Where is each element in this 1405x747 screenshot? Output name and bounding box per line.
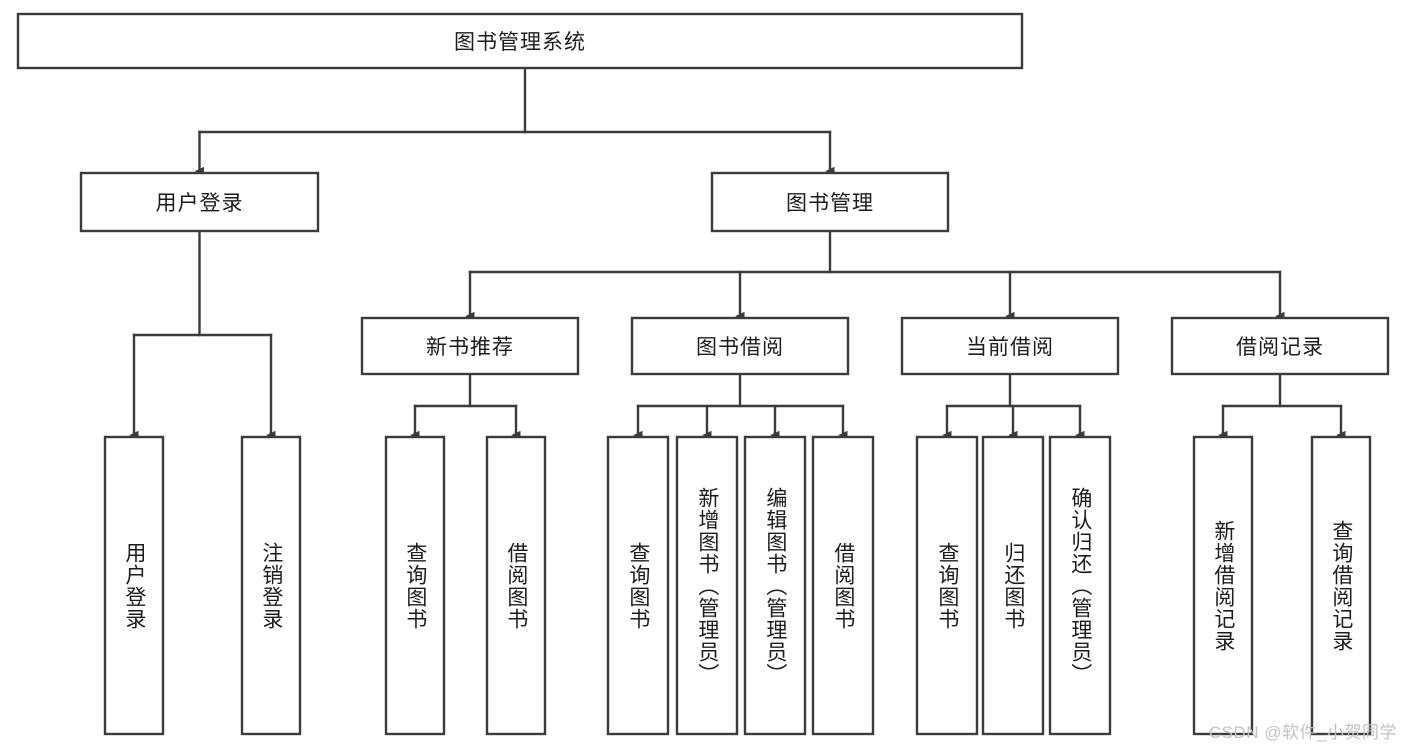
leaf-node-box[interactable]	[1192, 435, 1254, 736]
leaf-node-box[interactable]	[606, 435, 670, 736]
leaf-node-box[interactable]	[981, 435, 1045, 736]
level3-node-box[interactable]	[900, 316, 1120, 376]
leaf-node-box[interactable]	[240, 435, 302, 736]
leaf-node-box[interactable]	[1048, 435, 1112, 736]
leaf-node-box[interactable]	[915, 435, 979, 736]
level3-node-box[interactable]	[1170, 316, 1390, 376]
root-node-box[interactable]	[16, 12, 1024, 70]
leaf-node-box[interactable]	[675, 435, 739, 736]
watermark-text: CSDN @软件_小贺同学	[1208, 723, 1397, 742]
leaf-node-box[interactable]	[103, 435, 165, 736]
leaf-node-box[interactable]	[811, 435, 875, 736]
level3-node-box[interactable]	[630, 316, 850, 376]
leaf-node-box[interactable]	[485, 435, 547, 736]
level2-node-box[interactable]	[79, 171, 320, 233]
leaf-node-box[interactable]	[1310, 435, 1372, 736]
node-boxes	[16, 12, 1390, 736]
level2-node-box[interactable]	[710, 171, 950, 233]
leaf-node-box[interactable]	[384, 435, 446, 736]
level3-node-box[interactable]	[360, 316, 580, 376]
leaf-node-box[interactable]	[743, 435, 807, 736]
connector-edges	[134, 66, 1341, 435]
